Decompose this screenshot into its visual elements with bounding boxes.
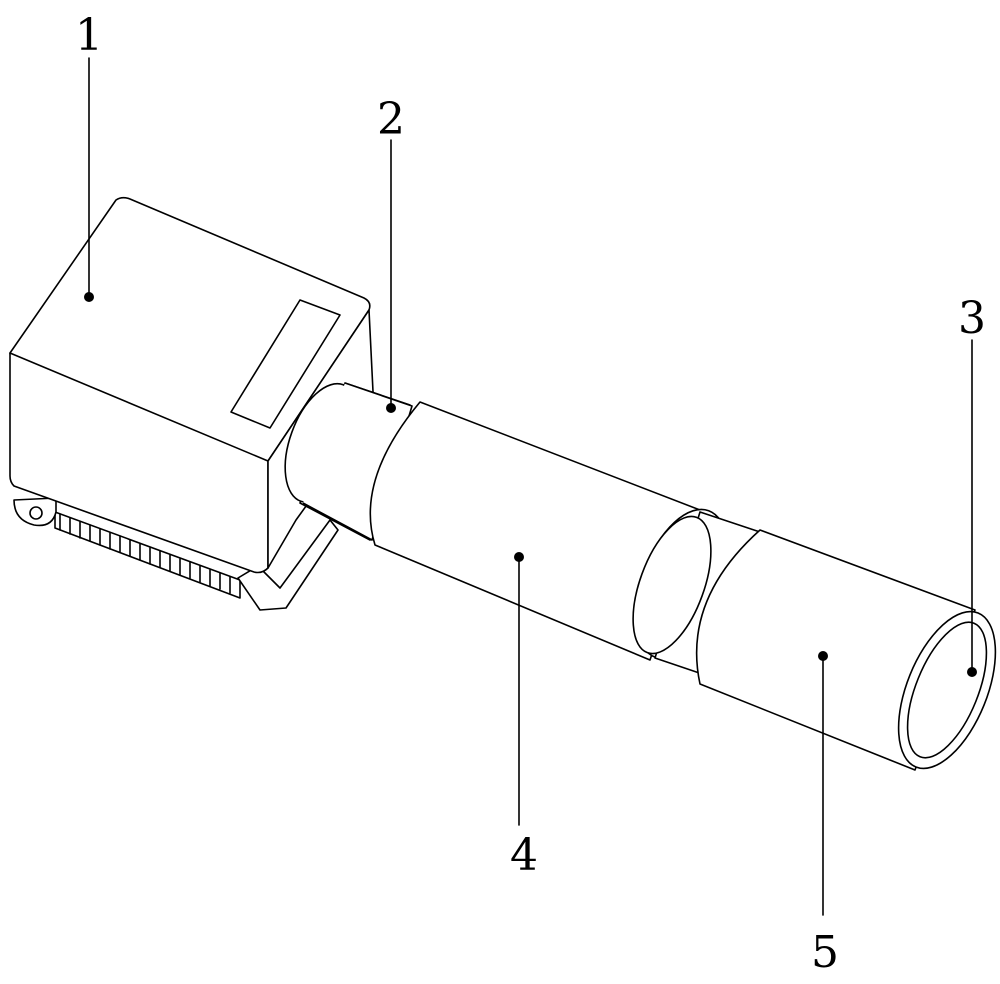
dot-5 — [818, 651, 828, 661]
head-front-face — [9, 352, 269, 574]
foot-hole — [29, 506, 43, 520]
leader-lines — [84, 57, 977, 916]
callout-label-2: 2 — [377, 94, 405, 145]
callout-labels: 1 2 3 4 5 — [75, 10, 986, 978]
bristle-strip — [54, 511, 241, 599]
callout-label-5: 5 — [811, 927, 839, 978]
dot-1 — [84, 292, 94, 302]
tube-end-mesh — [906, 621, 988, 759]
dot-2 — [386, 403, 396, 413]
neck-cylinder — [284, 382, 413, 541]
dot-4 — [514, 552, 524, 562]
callout-label-1: 1 — [75, 10, 103, 61]
grip-body — [369, 401, 701, 661]
bristle-lines — [59, 513, 231, 594]
left-foot — [13, 497, 57, 527]
dot-3 — [967, 667, 977, 677]
mesh-window — [230, 299, 341, 429]
callout-label-3: 3 — [958, 293, 986, 344]
callout-label-4: 4 — [510, 830, 538, 881]
end-tube — [695, 529, 997, 771]
